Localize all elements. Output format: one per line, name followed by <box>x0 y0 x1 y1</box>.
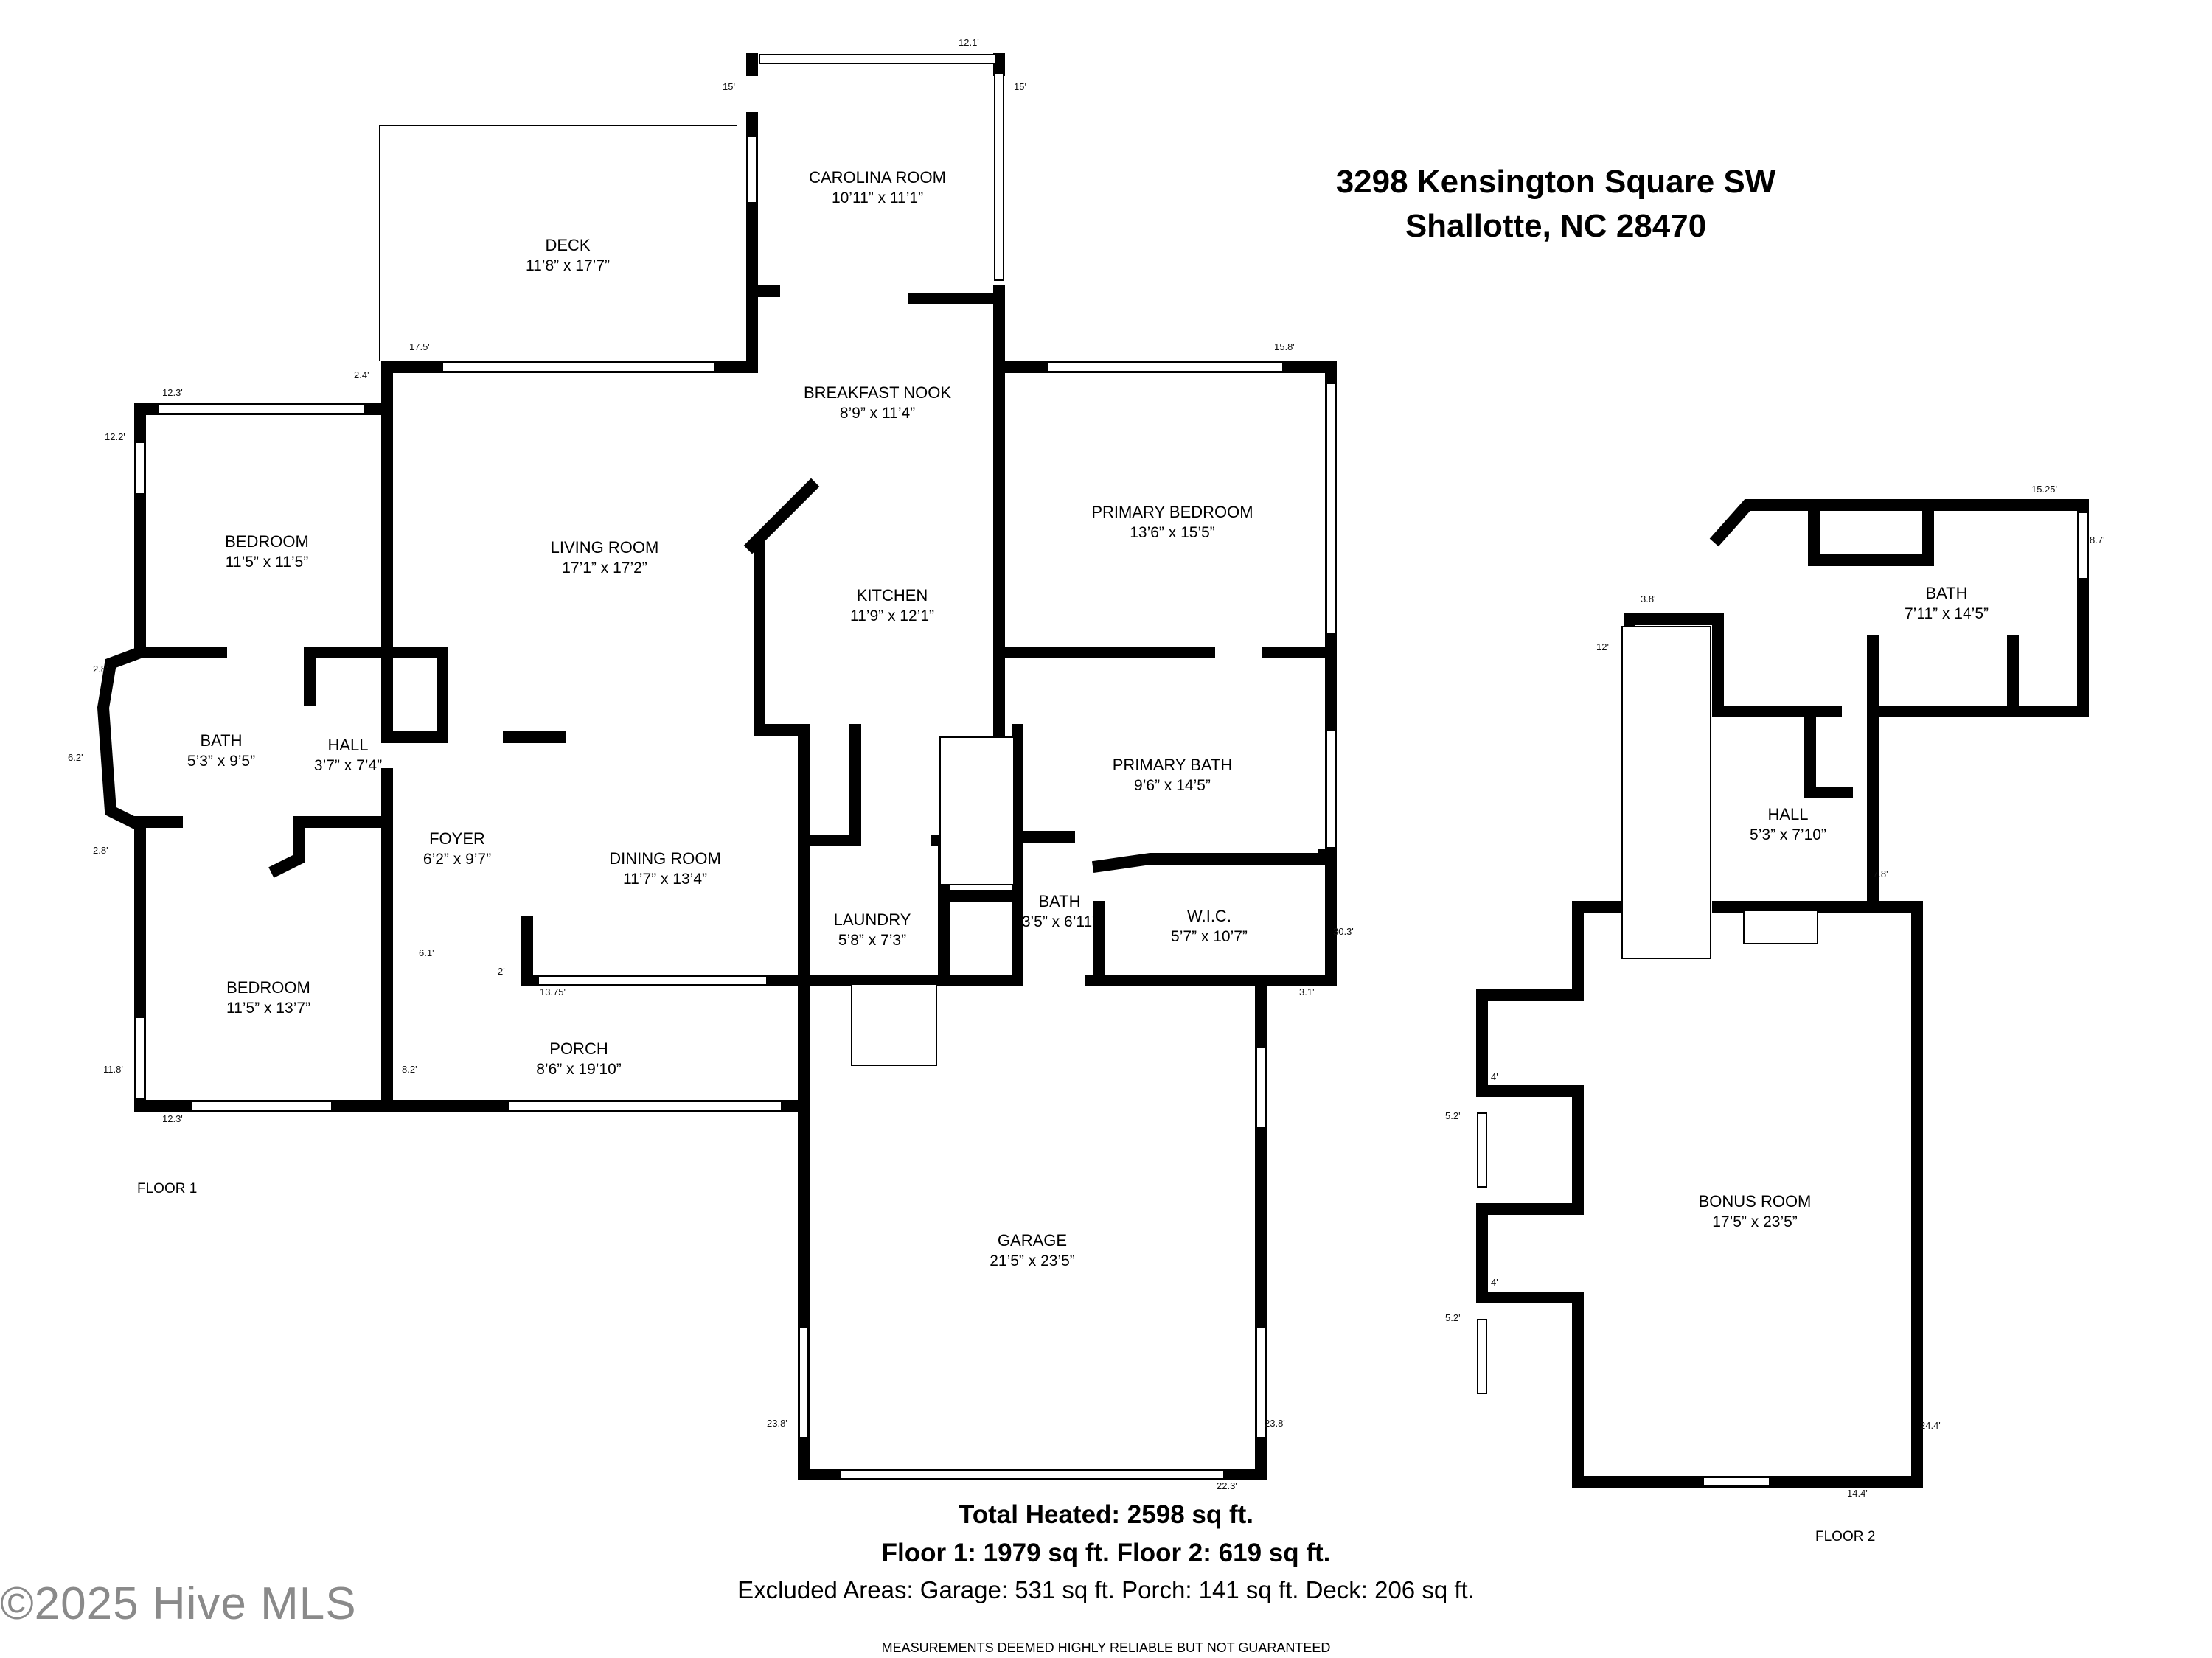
measurement: 23.8' <box>1265 1418 1285 1429</box>
measurement: 14.4' <box>1847 1488 1868 1499</box>
room-dims: 5’7” x 10’7” <box>1171 928 1248 945</box>
room-dims: 11’5” x 11’5” <box>226 554 308 571</box>
room-dims: 10’11” x 11’1” <box>832 189 923 206</box>
measurement: 3.1' <box>1299 986 1315 997</box>
room-dims: 17’5” x 23’5” <box>1712 1213 1798 1230</box>
measurement: 2' <box>498 966 505 977</box>
room-dims: 5’3” x 9’5” <box>187 753 255 770</box>
excluded-areas: Excluded Areas: Garage: 531 sq ft. Porch… <box>737 1576 1475 1603</box>
measurement: 15.8' <box>1274 341 1295 352</box>
measurement: 17.5' <box>409 341 430 352</box>
room-dims: 7’11” x 14’5” <box>1905 605 1989 622</box>
room-name: FOYER <box>429 829 485 848</box>
room-name: DINING ROOM <box>609 849 721 868</box>
room-dims: 13’6” x 15’5” <box>1130 524 1215 541</box>
measurement: 30.3' <box>1333 926 1354 937</box>
room-dims: 8’6” x 19’10” <box>536 1061 622 1078</box>
room-dims: 6’2” x 9’7” <box>423 851 491 868</box>
measurement: 4' <box>1491 1277 1498 1288</box>
room-dims: 3’7” x 7’4” <box>314 757 382 774</box>
room-name: PORCH <box>549 1039 608 1058</box>
room-dims: 5’3” x 7’10” <box>1750 826 1826 843</box>
measurement: 11.8' <box>103 1064 123 1075</box>
room-name: W.I.C. <box>1187 907 1231 925</box>
room-name: PRIMARY BEDROOM <box>1091 503 1253 521</box>
room-name: BONUS ROOM <box>1699 1192 1812 1211</box>
room-name: LIVING ROOM <box>551 538 659 557</box>
measurement: 5.2' <box>1445 1312 1461 1323</box>
room-name: CAROLINA ROOM <box>809 168 946 187</box>
measurement: 2.8' <box>93 663 108 675</box>
room-dims: 3’5” x 6’11” <box>1022 913 1097 930</box>
measurement: 15' <box>1014 81 1026 92</box>
deck-outline <box>379 125 737 361</box>
room-name: BATH <box>1925 584 1967 602</box>
measurement: 12.1' <box>959 37 979 48</box>
measurement: 8.7' <box>2090 534 2105 546</box>
room-dims: 11’8” x 17’7” <box>526 257 610 274</box>
measurement: 5.2' <box>1445 1110 1461 1121</box>
room-name: KITCHEN <box>857 586 928 605</box>
measurement: 2.8' <box>93 845 108 856</box>
floor-areas: Floor 1: 1979 sq ft. Floor 2: 619 sq ft. <box>881 1539 1331 1567</box>
room-name: BATH <box>200 731 242 750</box>
room-name: HALL <box>327 736 368 754</box>
measurement: 13.75' <box>540 986 566 997</box>
room-dims: 11’5” x 13’7” <box>226 1000 310 1017</box>
measurement: 24.4' <box>1920 1420 1941 1431</box>
room-dims: 17’1” x 17’2” <box>562 560 647 577</box>
windows <box>135 54 2088 1487</box>
measurement: 6.2' <box>68 752 83 763</box>
room-dims: 11’9” x 12’1” <box>850 607 934 624</box>
room-dims: 9’6” x 14’5” <box>1134 777 1211 794</box>
measurement: 12.3' <box>162 1113 183 1124</box>
room-labels: DECK 11’8” x 17’7” CAROLINA ROOM 10’11” … <box>187 168 1989 1269</box>
measurement: 8.2' <box>402 1064 417 1075</box>
measurement: 12' <box>1596 641 1609 652</box>
room-name: BATH <box>1038 892 1080 910</box>
floor-1-label: FLOOR 1 <box>137 1181 197 1197</box>
total-heated: Total Heated: 2598 sq ft. <box>958 1500 1253 1529</box>
room-dims: 21’5” x 23’5” <box>990 1253 1075 1269</box>
measurement: 22.3' <box>1217 1480 1237 1491</box>
watermark: ©2025 Hive MLS <box>0 1578 357 1629</box>
room-name: GARAGE <box>998 1231 1067 1250</box>
address-line-1: 3298 Kensington Square SW <box>1335 164 1776 200</box>
measurement: 7.8' <box>1873 868 1888 879</box>
room-dims: 5’8” x 7’3” <box>838 932 906 949</box>
measurement: 12.3' <box>162 387 183 398</box>
room-dims: 8’9” x 11’4” <box>840 405 915 422</box>
measurement: 23.8' <box>767 1418 787 1429</box>
room-name: HALL <box>1767 805 1808 823</box>
disclaimer: MEASUREMENTS DEEMED HIGHLY RELIABLE BUT … <box>881 1640 1331 1655</box>
measurement: 4' <box>1491 1071 1498 1082</box>
measurement: 15' <box>723 81 735 92</box>
room-dims: 11’7” x 13’4” <box>623 871 707 888</box>
room-name: BREAKFAST NOOK <box>804 383 951 402</box>
measurement: 3.8' <box>1641 593 1656 605</box>
measurement: 2.4' <box>354 369 369 380</box>
room-name: LAUNDRY <box>834 910 911 929</box>
room-name: PRIMARY BATH <box>1113 756 1233 774</box>
measurement: 12.2' <box>105 431 125 442</box>
address-line-2: Shallotte, NC 28470 <box>1405 208 1707 244</box>
measurement: 15.25' <box>2031 484 2057 495</box>
room-name: DECK <box>545 236 590 254</box>
room-name: BEDROOM <box>225 532 309 551</box>
room-name: BEDROOM <box>226 978 310 997</box>
measurement: 6.1' <box>419 947 434 958</box>
walls <box>97 53 2089 1488</box>
measurements: 12.1' 15' 15' 17.5' 2.4' 15.8' 12.3' 12.… <box>68 37 2105 1499</box>
floor-2-label: FLOOR 2 <box>1815 1529 1875 1544</box>
stairs <box>851 626 1818 1066</box>
